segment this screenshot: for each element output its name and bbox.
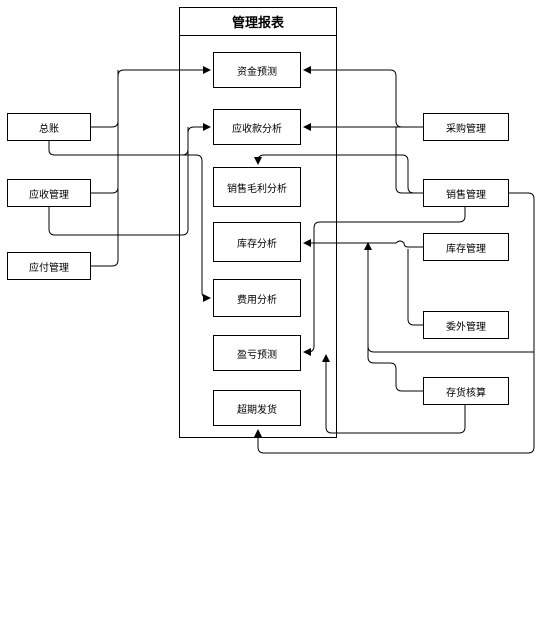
line-accounting-to-analysis <box>364 242 423 392</box>
line-receivable-mgmt-loop <box>48 127 189 236</box>
node-outsourcing-management: 委外管理 <box>423 311 509 339</box>
node-receivable-management: 应收管理 <box>7 179 91 207</box>
node-general-ledger: 总账 <box>7 113 91 141</box>
node-sales-management: 销售管理 <box>423 179 509 207</box>
line-receivable-to-fund <box>91 70 119 194</box>
line-sales-to-margin <box>254 154 423 194</box>
node-sales-margin-analysis: 销售毛利分析 <box>213 167 301 207</box>
node-inventory-analysis: 库存分析 <box>213 222 301 262</box>
line-accounting-to-profit <box>322 354 466 434</box>
node-inventory-management: 库存管理 <box>423 233 509 261</box>
line-sales-branch-to-inventory <box>367 300 534 353</box>
line-payable-to-fund <box>91 70 119 267</box>
node-purchase-management: 采购管理 <box>423 113 509 141</box>
line-inventory-to-analysis <box>303 239 423 248</box>
container-title: 管理报表 <box>180 8 336 36</box>
line-outsourcing-to-analysis <box>407 249 423 326</box>
line-sales-to-fund <box>395 127 423 194</box>
node-fund-forecast: 资金预测 <box>213 52 301 88</box>
node-profit-loss-forecast: 盈亏预测 <box>213 335 301 371</box>
line-ledger-to-expense <box>118 154 211 302</box>
line-sales-to-overdue <box>254 192 535 454</box>
node-payable-management: 应付管理 <box>7 252 91 280</box>
line-ledger-to-fund <box>91 66 211 128</box>
node-expense-analysis: 费用分析 <box>213 279 301 317</box>
line-ledger-to-receivable <box>48 123 211 156</box>
node-receivable-analysis: 应收款分析 <box>213 109 301 145</box>
node-overdue-shipment: 超期发货 <box>213 390 301 426</box>
node-inventory-accounting: 存货核算 <box>423 377 509 405</box>
line-purchase-to-fund <box>303 66 423 128</box>
line-sales-to-profit <box>303 207 466 356</box>
